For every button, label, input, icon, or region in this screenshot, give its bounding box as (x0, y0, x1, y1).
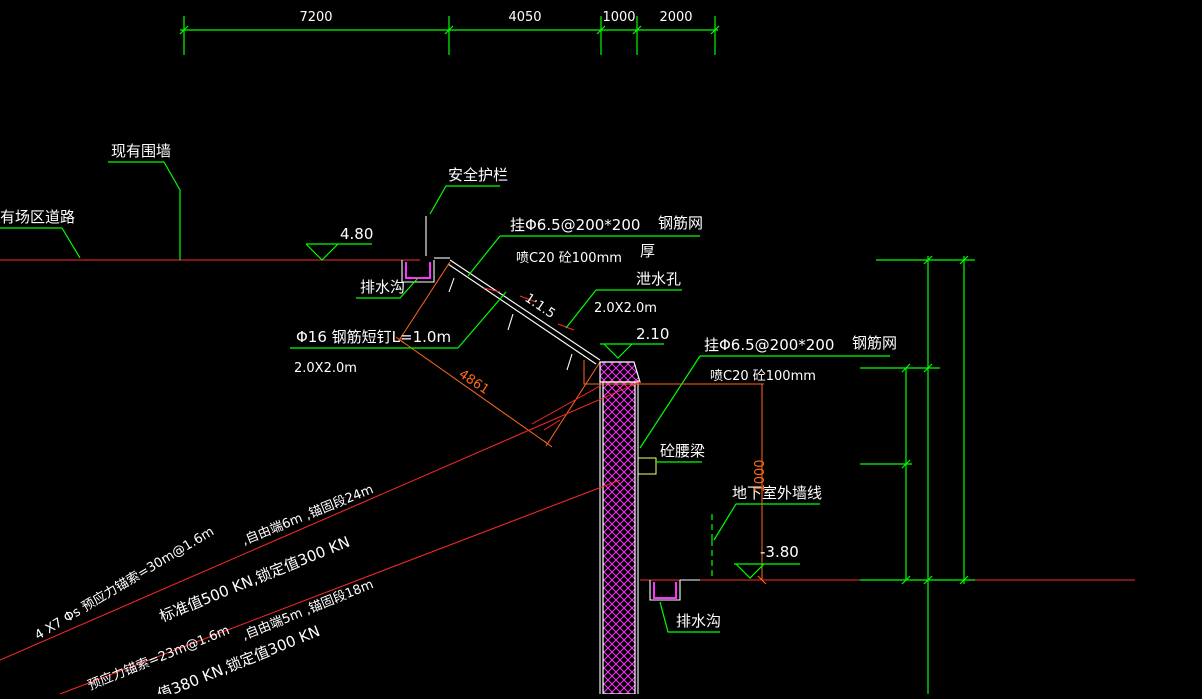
weep-hole-label: 泄水孔 (636, 270, 681, 288)
slope-length-dimension: 4861 (395, 261, 601, 448)
elevation-marker-top: 4.80 (305, 225, 373, 261)
slope-face: 1:1.5 (447, 259, 601, 371)
elev-4-80: 4.80 (340, 225, 373, 243)
waist-beam-label: 砼腰梁 (660, 442, 705, 460)
elevation-marker-mid: 2.10 (600, 325, 669, 359)
site-road-leader: 有场区道路 (0, 208, 81, 259)
mesh-top-label: 钢筋网 (658, 214, 703, 232)
elev-2-10: 2.10 (636, 325, 669, 343)
nail-spacing: 2.0X2.0m (294, 361, 357, 376)
right-dimension-chains (860, 255, 975, 694)
anchor1-spec: 4 X7 Φs 预应力锚索=30m@1.6m (32, 523, 217, 643)
mesh-spec-right: 挂Φ6.5@200*200 (704, 336, 834, 354)
mesh-top-callout: 挂Φ6.5@200*200 钢筋网 喷C20 砼100mm 厚 (467, 214, 703, 277)
guardrail-label: 安全护栏 (448, 166, 508, 184)
existing-wall-leader: 现有围墙 (108, 142, 181, 260)
site-road-label: 有场区道路 (0, 208, 75, 226)
waist-beam-callout: 砼腰梁 (638, 442, 705, 475)
anchor-cables (0, 381, 641, 695)
shotcrete-right: 喷C20 砼100mm (710, 369, 816, 384)
mesh-right-callout: 挂Φ6.5@200*200 钢筋网 喷C20 砼100mm (639, 334, 897, 449)
dim-1000-vertical: 1000 (753, 459, 768, 492)
dim-7200: 7200 (299, 10, 332, 25)
basement-wall-callout: 地下室外墙线 (711, 484, 822, 580)
nail-callout: Φ16 钢筋短钉L=1.0m 2.0X2.0m (290, 291, 507, 376)
mesh-right-label: 钢筋网 (852, 334, 897, 352)
drain-ditch-top-label: 排水沟 (360, 278, 405, 296)
elevation-marker-bottom: -3.80 (734, 543, 800, 579)
weep-spacing: 2.0X2.0m (594, 301, 657, 316)
top-dimension-chain: 7200 4050 1000 2000 (179, 10, 720, 55)
drain-ditch-top: 排水沟 (356, 257, 450, 299)
anchor-1-text: 4 X7 Φs 预应力锚索=30m@1.6m ,自由端6m ,锚固段24m 标准… (32, 482, 376, 643)
anchor1-free-length: ,自由端6m ,锚固段24m (240, 482, 376, 549)
dim-2000: 2000 (659, 10, 692, 25)
guardrail: 安全护栏 (425, 166, 508, 256)
dim-1000: 1000 (602, 10, 635, 25)
drain-ditch-bottom-label: 排水沟 (676, 612, 721, 630)
weep-hole-callout: 泄水孔 2.0X2.0m (565, 270, 682, 329)
slope-length-label: 4861 (456, 367, 492, 398)
existing-wall-label: 现有围墙 (111, 142, 171, 160)
mesh-spec-top: 挂Φ6.5@200*200 (510, 216, 640, 234)
elev-neg-3-80: -3.80 (760, 543, 799, 561)
dim-4050: 4050 (508, 10, 541, 25)
shotcrete-top: 喷C20 砼100mm (516, 251, 622, 266)
thickness-label: 厚 (640, 242, 655, 260)
vertical-dim-1000: 1000 (642, 383, 768, 585)
basement-wall-label: 地下室外墙线 (732, 484, 822, 502)
drain-ditch-bottom: 排水沟 (649, 579, 721, 633)
nail-label: Φ16 钢筋短钉L=1.0m (296, 328, 451, 346)
retaining-pile (583, 360, 642, 695)
